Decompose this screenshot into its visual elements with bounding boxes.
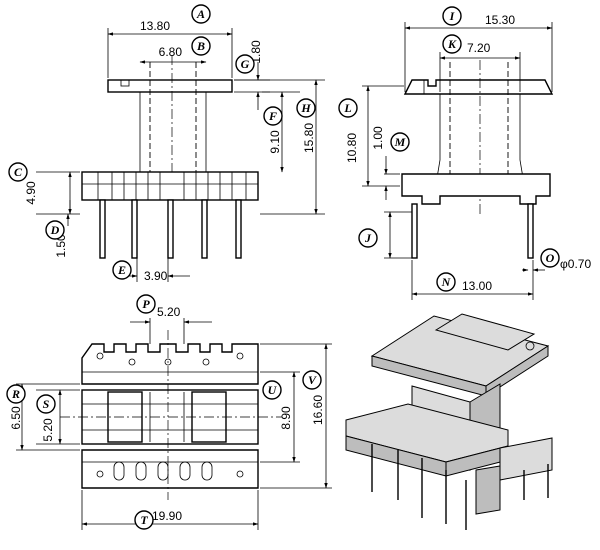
svg-text:C: C bbox=[14, 165, 23, 179]
bottom-view: 5.20 6.50 5.20 8.90 16.60 19.90 bbox=[9, 305, 332, 530]
label-p: P bbox=[136, 294, 156, 314]
label-e: E bbox=[112, 260, 132, 280]
svg-text:R: R bbox=[11, 387, 20, 401]
label-i: I bbox=[442, 6, 462, 26]
svg-text:J: J bbox=[364, 231, 372, 245]
svg-text:I: I bbox=[449, 9, 456, 23]
label-d: D bbox=[45, 220, 65, 240]
letter-labels: A B C D E F G H I J K L M N O P R S T U … bbox=[6, 4, 560, 530]
svg-text:F: F bbox=[268, 109, 277, 123]
label-j: J bbox=[358, 228, 378, 248]
label-f: F bbox=[263, 106, 283, 126]
front-pins bbox=[99, 199, 242, 259]
isometric-view bbox=[345, 313, 553, 530]
svg-text:N: N bbox=[441, 275, 452, 289]
label-s: S bbox=[36, 394, 56, 414]
bottom-lower-bar bbox=[81, 449, 259, 489]
side-pin-right bbox=[527, 203, 534, 259]
label-g: G bbox=[235, 54, 255, 74]
label-a: A bbox=[191, 4, 211, 24]
label-c: C bbox=[8, 162, 28, 182]
dim-v-value: 16.60 bbox=[311, 395, 325, 425]
svg-text:E: E bbox=[117, 263, 126, 277]
svg-text:M: M bbox=[394, 135, 406, 149]
label-o: O bbox=[540, 248, 560, 268]
dim-g-value: 1.80 bbox=[249, 40, 263, 64]
dim-n-value: 13.00 bbox=[462, 279, 492, 293]
svg-text:V: V bbox=[308, 373, 317, 387]
dim-a-value: 13.80 bbox=[140, 19, 170, 33]
dim-o-value: φ0.70 bbox=[560, 257, 591, 271]
front-base-slots bbox=[97, 172, 247, 200]
dim-t-value: 19.90 bbox=[152, 509, 182, 523]
svg-text:K: K bbox=[447, 37, 457, 51]
label-u: U bbox=[262, 380, 282, 400]
label-b: B bbox=[191, 36, 211, 56]
front-top-flange bbox=[107, 79, 233, 93]
dim-d-value: 1.50 bbox=[54, 234, 68, 258]
dim-i-value: 15.30 bbox=[485, 13, 515, 27]
label-n: N bbox=[436, 272, 456, 292]
dim-p-value: 5.20 bbox=[157, 305, 181, 319]
svg-text:O: O bbox=[546, 251, 555, 265]
svg-text:P: P bbox=[142, 297, 150, 311]
side-top-flange bbox=[403, 79, 554, 95]
dim-k-value: 7.20 bbox=[467, 41, 491, 55]
side-pin-left bbox=[411, 203, 418, 259]
svg-text:H: H bbox=[300, 101, 311, 115]
dim-f-value: 9.10 bbox=[268, 130, 282, 154]
side-base bbox=[401, 173, 551, 205]
bottom-upper-holes bbox=[96, 352, 244, 366]
label-t: T bbox=[134, 510, 154, 530]
dim-e-value: 3.90 bbox=[144, 269, 168, 283]
side-view: 15.30 7.20 10.80 1.00 13.00 φ0.70 bbox=[345, 13, 591, 300]
bottom-lower-slots bbox=[96, 461, 244, 481]
svg-text:T: T bbox=[140, 513, 148, 527]
dim-b-value: 6.80 bbox=[159, 45, 183, 59]
dim-s-value: 5.20 bbox=[41, 418, 55, 442]
front-view: 13.80 6.80 1.80 9.10 15.80 4.90 1.50 3.9… bbox=[24, 19, 325, 283]
dim-c-value: 4.90 bbox=[24, 181, 38, 205]
svg-text:D: D bbox=[50, 223, 60, 237]
svg-text:U: U bbox=[268, 383, 278, 397]
label-m: M bbox=[390, 132, 410, 152]
svg-text:A: A bbox=[196, 7, 205, 21]
label-v: V bbox=[302, 370, 322, 390]
front-base bbox=[81, 171, 259, 201]
dim-u-value: 8.90 bbox=[279, 406, 293, 430]
label-l: L bbox=[338, 98, 358, 118]
dim-l-value: 10.80 bbox=[345, 133, 359, 163]
label-k: K bbox=[442, 34, 462, 54]
svg-text:S: S bbox=[43, 397, 50, 411]
dim-r-value: 6.50 bbox=[9, 406, 23, 430]
svg-text:B: B bbox=[196, 39, 205, 53]
iso-pins bbox=[371, 444, 549, 530]
label-h: H bbox=[296, 98, 316, 118]
dim-m-value: 1.00 bbox=[371, 126, 385, 150]
svg-text:L: L bbox=[343, 101, 351, 115]
dim-h-value: 15.80 bbox=[302, 123, 316, 153]
svg-text:G: G bbox=[241, 57, 250, 71]
label-r: R bbox=[6, 384, 26, 404]
